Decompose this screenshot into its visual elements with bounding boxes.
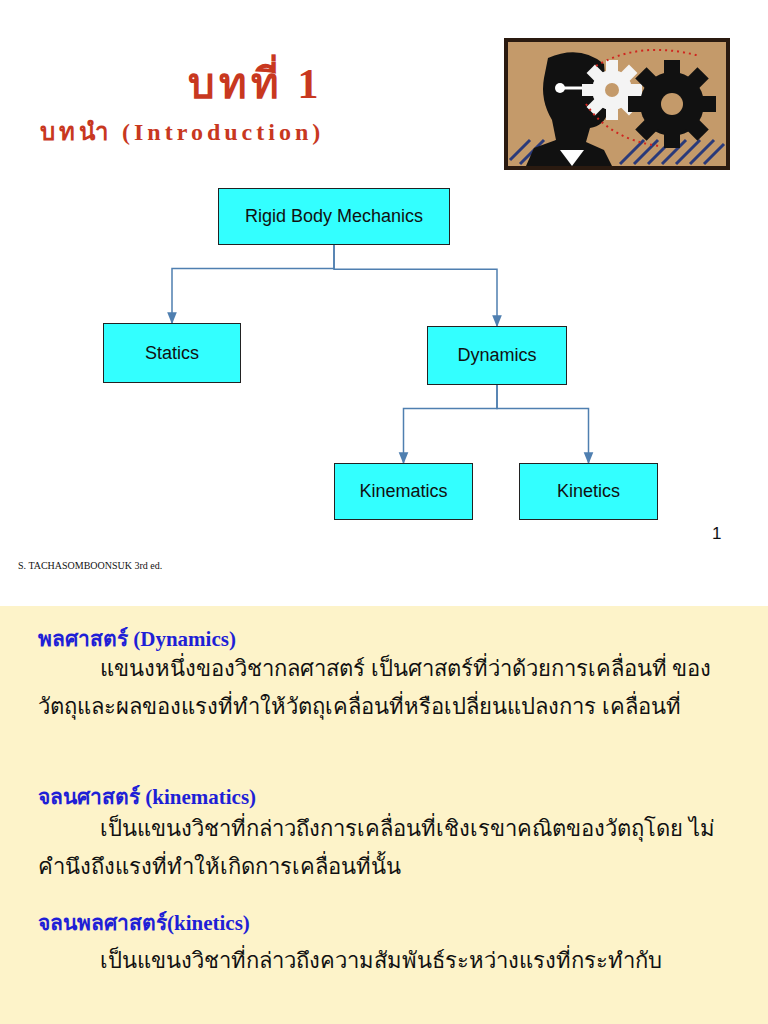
slide-subtitle: บทนำ (Introduction) — [40, 112, 324, 151]
box-label: Dynamics — [457, 345, 536, 366]
definition-text: เป็นแขนงวิชาที่กล่าวถึงการเคลื่อนที่เชิง… — [38, 810, 738, 886]
leaf-box: Kinematics — [334, 463, 473, 520]
tree-connector — [334, 245, 497, 326]
tree-connector — [404, 385, 498, 463]
tree-connector — [172, 245, 334, 323]
author-note: S. TACHASOMBOONSUK 3rd ed. — [18, 560, 162, 571]
branch-box: Statics — [103, 323, 241, 383]
definition-text: แขนงหนึ่งของวิชากลศาสตร์ เป็นศาสตร์ที่ว่… — [38, 650, 738, 726]
picture-frame — [506, 40, 728, 168]
box-label: Kinematics — [359, 481, 447, 502]
page-number: 1 — [712, 524, 721, 544]
box-label: Statics — [145, 343, 199, 364]
box-label: Rigid Body Mechanics — [245, 206, 423, 227]
shirt-collar — [560, 150, 584, 166]
slide-title: บทที่ 1 — [188, 50, 323, 116]
leaf-box: Kinetics — [519, 463, 658, 520]
black-gear — [628, 60, 716, 148]
definition-heading: พลศาสตร์ (Dynamics) — [38, 622, 236, 655]
dotted-arc — [586, 104, 660, 146]
definition-heading: จลนศาสตร์ (kinematics) — [38, 780, 256, 813]
tree-connector — [497, 385, 589, 463]
root-box: Rigid Body Mechanics — [218, 188, 450, 245]
box-label: Kinetics — [557, 481, 620, 502]
dotted-arc — [596, 50, 700, 66]
definition-panel: พลศาสตร์ (Dynamics)แขนงหนึ่งของวิชากลศาส… — [0, 606, 768, 1024]
branch-box: Dynamics — [427, 326, 567, 385]
definition-heading: จลนพลศาสตร์(kinetics) — [38, 906, 250, 939]
definition-text: เป็นแขนงวิชาที่กล่าวถึงความสัมพันธ์ระหว่… — [38, 942, 738, 980]
